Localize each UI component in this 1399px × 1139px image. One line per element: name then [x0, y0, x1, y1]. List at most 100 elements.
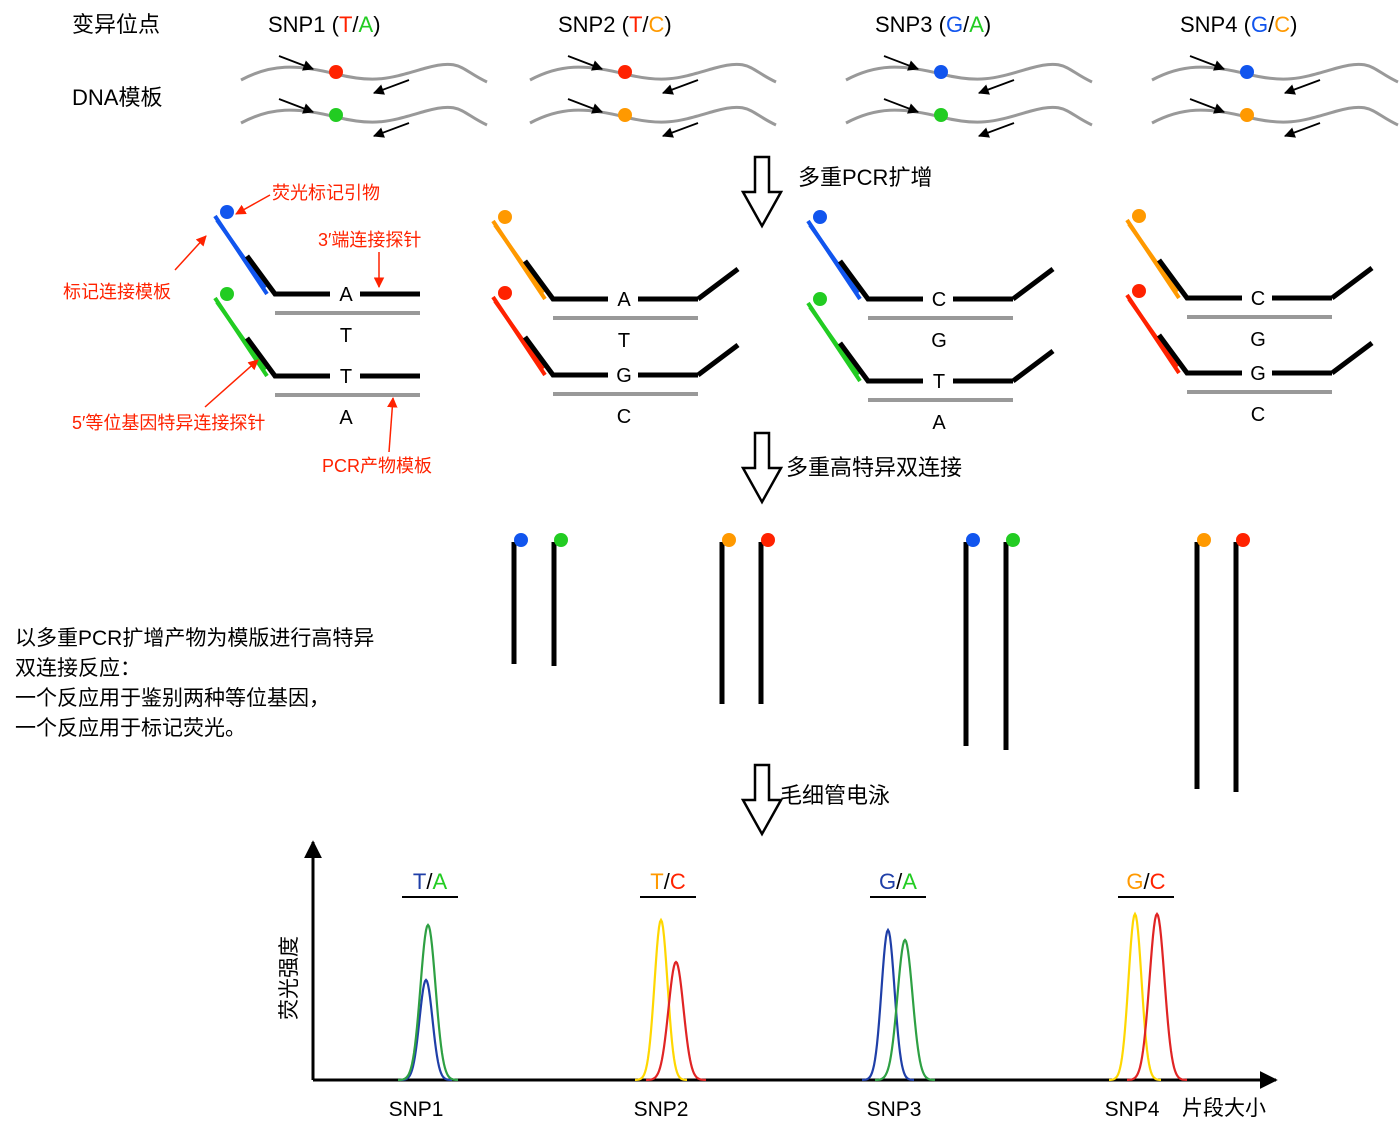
- peak-group-label: T/A: [413, 869, 448, 894]
- reverse-primer-arrow: [661, 79, 699, 95]
- peak-group-label: G/A: [879, 869, 917, 894]
- allele-probe: [244, 254, 330, 297]
- product-fluorophore: [554, 533, 568, 547]
- fluorescent-primer-strand: [215, 218, 267, 290]
- allele-1: T: [413, 869, 426, 894]
- snp-x-label: SNP3: [867, 1098, 922, 1121]
- snp-x-label: SNP2: [634, 1098, 689, 1121]
- snp-site-dot: [1240, 108, 1254, 122]
- step-electrophoresis-label: 毛细管电泳: [780, 783, 890, 808]
- snp4-header: SNP4 (G/C): [1180, 12, 1297, 37]
- fluorophore-dot: [498, 210, 512, 224]
- peak-allele-2: [874, 938, 936, 1082]
- snp3-header: SNP3 (G/A): [875, 12, 991, 37]
- fluorescent-primer-strand: [1127, 297, 1179, 369]
- peak-allele-1: [862, 927, 914, 1082]
- description-line-4: 一个反应用于标记荧光。: [15, 717, 246, 740]
- forward-primer-arrow: [278, 55, 315, 71]
- probe-tail: [696, 267, 740, 301]
- reverse-primer-arrow: [1283, 79, 1321, 95]
- fluorophore-dot: [813, 210, 827, 224]
- probe-tail: [1330, 266, 1374, 300]
- ligated-product-pair-3: [963, 533, 1020, 750]
- template-strand: [240, 105, 488, 127]
- template-strand: [845, 105, 1093, 127]
- product-fluorophore: [966, 533, 980, 547]
- peak-allele-1: [1109, 911, 1161, 1082]
- ligated-products: [511, 533, 1250, 792]
- fluorophore-dot: [813, 292, 827, 306]
- product-fluorophore: [1197, 533, 1211, 547]
- template-strand: [1151, 105, 1399, 127]
- template-allele: T: [618, 330, 630, 352]
- product-fluorophore: [722, 533, 736, 547]
- peak-allele-1: [399, 978, 453, 1082]
- step-arrow-pcr: [740, 155, 784, 229]
- product-fluorophore: [1006, 533, 1020, 547]
- template-allele: A: [932, 412, 946, 434]
- probe-base: A: [617, 289, 631, 311]
- template-allele: G: [931, 330, 947, 352]
- reverse-primer-arrow: [661, 122, 699, 138]
- reverse-primer-arrow: [372, 79, 410, 95]
- separator: /: [426, 869, 433, 894]
- peak-allele-2: [1127, 912, 1187, 1082]
- step-arrow-ligation: [740, 431, 784, 505]
- fluorescent-primer-strand: [1127, 222, 1179, 294]
- separator: /: [1144, 869, 1151, 894]
- allele-2: A: [432, 869, 447, 894]
- annotation-probe5: 5′等位基因特异连接探针: [72, 413, 265, 433]
- template-strand: [240, 62, 488, 84]
- fluorophore-dot: [1132, 284, 1146, 298]
- peak-allele-2: [398, 923, 458, 1082]
- reverse-primer-arrow: [977, 79, 1015, 95]
- forward-primer-arrow: [1189, 55, 1226, 71]
- probe-tail: [696, 343, 740, 377]
- template-strand: [529, 105, 777, 127]
- reverse-primer-arrow: [372, 122, 410, 138]
- forward-primer-arrow: [278, 98, 315, 114]
- probe-base: G: [1250, 363, 1266, 385]
- dna-template-label: DNA模板: [72, 85, 162, 110]
- snp-x-label: SNP4: [1105, 1098, 1160, 1121]
- template-strand: [1151, 62, 1399, 84]
- step-pcr-label: 多重PCR扩增: [798, 165, 932, 190]
- separator: /: [664, 869, 671, 894]
- fluorescent-primer-strand: [493, 223, 545, 295]
- allele-1: G: [879, 869, 896, 894]
- reverse-primer-arrow: [1283, 122, 1321, 138]
- template-allele: C: [617, 406, 631, 428]
- ligated-product-pair-1: [511, 533, 568, 666]
- probe-base: A: [339, 284, 353, 306]
- peak-allele-1: [635, 917, 687, 1082]
- template-allele: G: [1250, 329, 1266, 351]
- fluorescent-primer-strand: [493, 299, 545, 371]
- snp-site-dot: [329, 108, 343, 122]
- fluorophore-dot: [1132, 209, 1146, 223]
- snp2-header: SNP2 (T/C): [558, 12, 672, 37]
- allele-2: C: [1150, 869, 1166, 894]
- allele-probe: [837, 259, 923, 302]
- fluorescent-primer-strand: [808, 223, 860, 295]
- fluorescent-primer-strand: [808, 305, 860, 377]
- annotation-probe3: 3′端连接探针: [318, 230, 421, 250]
- probe-base: T: [340, 366, 352, 388]
- dna-template-strands: [240, 55, 1399, 138]
- allele-2: A: [902, 869, 917, 894]
- snp1-header: SNP1 (T/A): [268, 12, 381, 37]
- product-fluorophore: [761, 533, 775, 547]
- forward-primer-arrow: [1189, 98, 1226, 114]
- forward-primer-arrow: [883, 55, 920, 71]
- template-allele: C: [1251, 404, 1265, 426]
- description-line-3: 一个反应用于鉴别两种等位基因，: [15, 687, 330, 710]
- allele-1: G: [1126, 869, 1143, 894]
- forward-primer-arrow: [883, 98, 920, 114]
- probe-tail: [1011, 349, 1055, 383]
- snp-site-dot: [1240, 65, 1254, 79]
- probe-base: G: [616, 365, 632, 387]
